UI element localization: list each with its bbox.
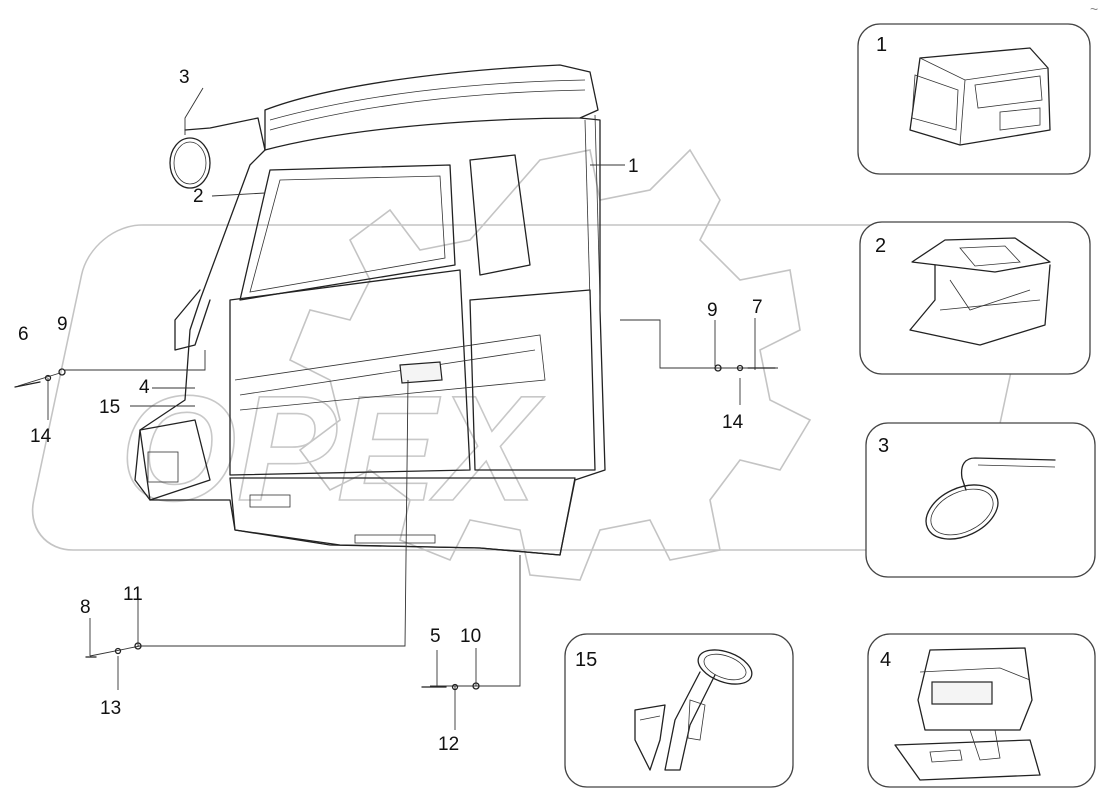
callout-3: 3 (179, 67, 190, 88)
cab-assembly (134, 64, 606, 556)
panel-2-number: 2 (875, 235, 886, 257)
leader-lines (17, 87, 778, 730)
fasteners (14, 364, 776, 691)
callout-14-left: 14 (30, 426, 52, 447)
callouts: 3 2 1 6 9 14 4 15 9 7 14 8 11 13 5 10 12 (18, 67, 763, 755)
callout-11: 11 (123, 584, 143, 605)
watermark-text: OPEX (120, 364, 545, 532)
detail-panel-1: 1 (857, 23, 1091, 175)
cab-shell-icon (909, 47, 1051, 146)
detail-panel-4: 4 (867, 633, 1096, 788)
panel-15-number: 15 (575, 649, 597, 671)
callout-1: 1 (628, 156, 639, 177)
dashboard-icon (894, 647, 1041, 781)
callout-14-right: 14 (722, 412, 744, 433)
watermark-gear-icon (288, 148, 812, 581)
panel-3-number: 3 (878, 435, 889, 457)
mirror-icon (925, 457, 1056, 540)
mirror (169, 137, 211, 189)
detail-panel-15: 15 (564, 633, 794, 788)
callout-15: 15 (99, 397, 120, 418)
callout-9-right: 9 (707, 300, 718, 321)
cab-floor-frame-icon (909, 237, 1051, 346)
callout-10: 10 (460, 626, 481, 647)
detail-panel-3: 3 (865, 422, 1096, 578)
detail-panel-2: 2 (859, 221, 1091, 375)
callout-5: 5 (430, 626, 441, 647)
callout-7: 7 (752, 297, 763, 318)
callout-13: 13 (100, 698, 121, 719)
door-handle (399, 361, 443, 384)
callout-2: 2 (193, 186, 204, 207)
panel-1-number: 1 (876, 34, 887, 56)
callout-4: 4 (139, 377, 150, 398)
steering-column-icon (634, 649, 753, 771)
corner-mark: ~ (1090, 1, 1098, 17)
callout-9-left: 9 (57, 314, 68, 335)
callout-12: 12 (438, 734, 459, 755)
callout-6: 6 (18, 324, 29, 345)
panel-4-number: 4 (880, 649, 891, 671)
callout-8: 8 (80, 597, 91, 618)
